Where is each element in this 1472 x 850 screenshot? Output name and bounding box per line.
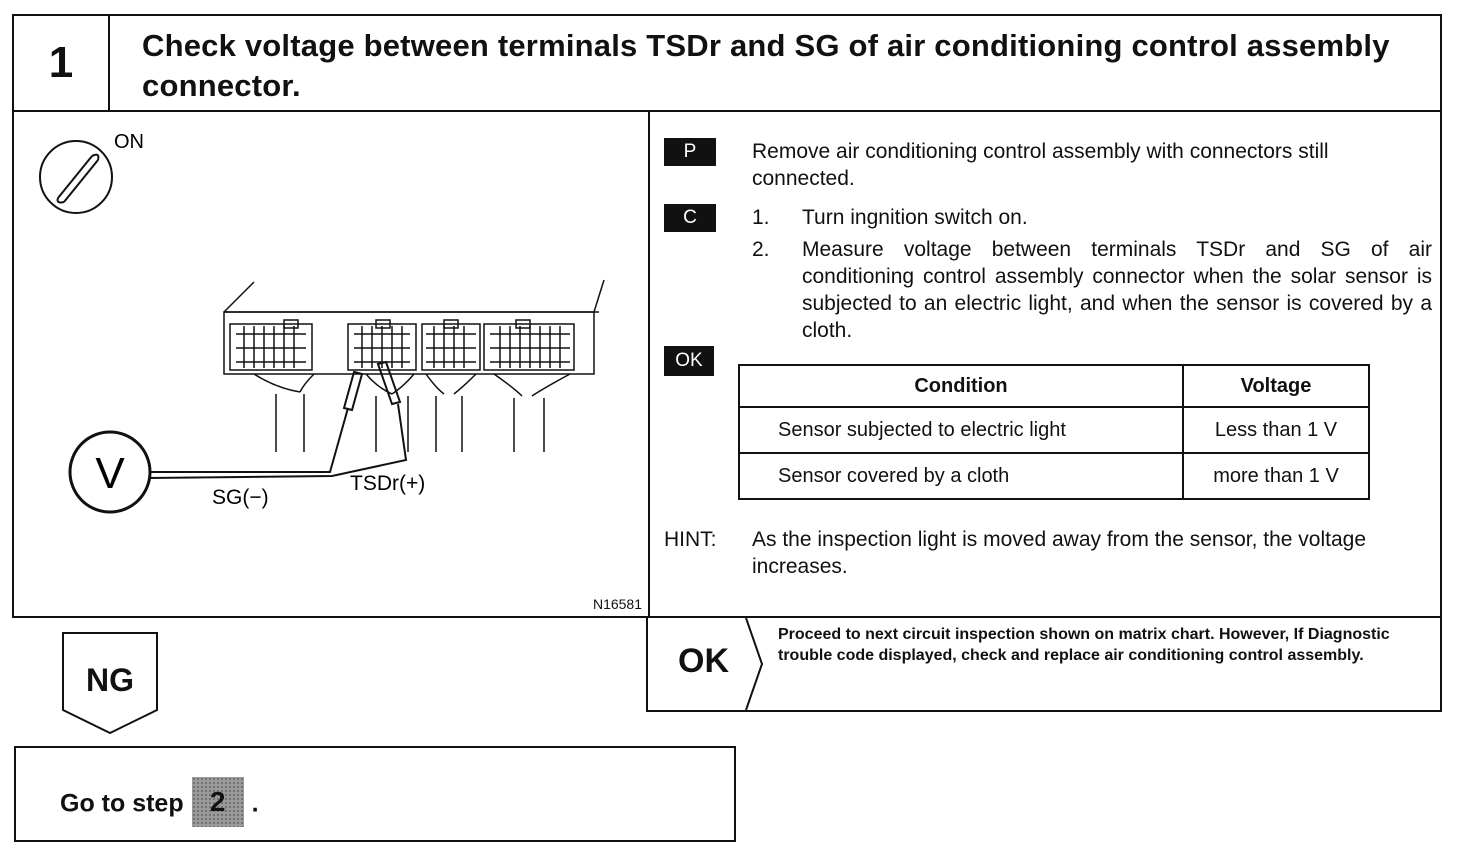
wiring-illustration: ON: [14, 112, 650, 616]
prep-badge: P: [664, 138, 716, 166]
hint-text: As the inspection light is moved away fr…: [752, 528, 1366, 578]
voltmeter-symbol: V: [95, 449, 125, 498]
voltmeter-icon: V: [68, 430, 152, 514]
step-header: 1 Check voltage between terminals TSDr a…: [12, 14, 1442, 112]
step-2-text: Measure voltage between terminals TSDr a…: [802, 238, 1432, 342]
table-header-voltage: Voltage: [1182, 364, 1370, 408]
voltage-cell: Less than 1 V: [1182, 406, 1370, 454]
ng-arrow-icon: [62, 632, 158, 734]
step-1-text: Turn ingnition switch on.: [802, 206, 1028, 229]
figure-code: N16581: [592, 596, 642, 612]
prep-text: Remove air conditioning control assembly…: [752, 140, 1329, 190]
goto-prefix: Go to step: [60, 789, 184, 818]
step-1-number: 1.: [752, 206, 770, 229]
probe-tsdr-label: TSDr(+): [350, 472, 425, 495]
ignition-on-label: ON: [114, 131, 144, 153]
ng-label: NG: [86, 662, 134, 698]
table-row: Sensor covered by a cloth more than 1 V: [738, 452, 1370, 500]
table-row: Sensor subjected to electric light Less …: [738, 406, 1370, 454]
voltage-cell: more than 1 V: [1182, 452, 1370, 500]
goto-suffix: .: [251, 789, 259, 818]
step-title: Check voltage between terminals TSDr and…: [142, 28, 1390, 103]
ok-result-box: OK Proceed to next circuit inspection sh…: [646, 616, 1442, 712]
ng-result-marker: NG: [62, 632, 158, 734]
step-body: ON: [12, 110, 1442, 618]
table-header-condition: Condition: [738, 364, 1184, 408]
check-badge: C: [664, 204, 716, 232]
ok-result-text: Proceed to next circuit inspection shown…: [778, 626, 1390, 664]
chevron-divider-icon: [745, 618, 764, 710]
connector-housing: [223, 279, 605, 452]
test-leads: [147, 360, 408, 479]
voltage-table: Condition Voltage Sensor subjected to el…: [738, 364, 1370, 500]
step-number: 1: [14, 16, 110, 110]
ok-result-label: OK: [678, 642, 729, 680]
ignition-switch-icon: [39, 140, 113, 214]
step-2-number: 2.: [752, 238, 770, 261]
goto-step-link[interactable]: 2: [191, 777, 244, 827]
condition-cell: Sensor subjected to electric light: [738, 406, 1184, 454]
ok-badge: OK: [664, 346, 714, 376]
hint-label: HINT:: [664, 528, 717, 551]
probe-sg-label: SG(−): [212, 486, 269, 509]
connector-diagram: ON: [39, 131, 605, 514]
condition-cell: Sensor covered by a cloth: [738, 452, 1184, 500]
